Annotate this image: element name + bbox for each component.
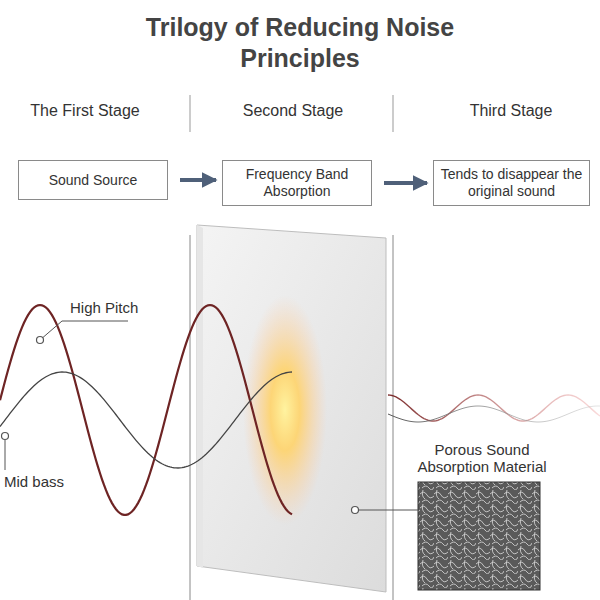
residual-high-wave bbox=[388, 395, 600, 421]
part-label: Porous Sound Absorption Material bbox=[410, 442, 554, 475]
leader-dot bbox=[352, 507, 359, 514]
high-pitch-wave bbox=[0, 305, 292, 515]
residual-mid-wave bbox=[388, 406, 600, 422]
box-text: Sound Source bbox=[49, 172, 138, 189]
guide-line bbox=[393, 235, 394, 600]
stage-box: Frequency Band Absorption bbox=[222, 160, 372, 206]
absorption-glow bbox=[243, 295, 327, 525]
leader-dot bbox=[37, 337, 44, 344]
leader-dot bbox=[2, 433, 9, 440]
panel-edge bbox=[197, 225, 203, 568]
stage-heading: Second Stage bbox=[203, 102, 383, 120]
stage-separator bbox=[393, 95, 394, 132]
flow-arrow bbox=[180, 178, 216, 182]
flow-arrow bbox=[384, 181, 427, 185]
stage-box: Tends to disappear the original sound bbox=[433, 160, 590, 206]
stage-box: Sound Source bbox=[18, 160, 168, 200]
stage-heading: The First Stage bbox=[0, 102, 175, 120]
porous-material-sample bbox=[418, 482, 540, 590]
box-text: Frequency Band Absorption bbox=[229, 166, 365, 200]
stage-separator bbox=[190, 95, 191, 132]
leader-line bbox=[359, 510, 418, 511]
part-label: High Pitch bbox=[68, 300, 140, 317]
box-text: Tends to disappear the original sound bbox=[440, 166, 583, 200]
leader-line bbox=[40, 321, 128, 340]
stage-heading: Third Stage bbox=[421, 102, 600, 120]
absorption-panel bbox=[197, 225, 386, 592]
part-label: Mid bass bbox=[2, 474, 66, 491]
guide-line bbox=[190, 235, 191, 600]
title: Trilogy of Reducing Noise Principles bbox=[120, 12, 480, 75]
leader-line bbox=[5, 440, 6, 470]
mid-bass-wave bbox=[0, 372, 292, 468]
